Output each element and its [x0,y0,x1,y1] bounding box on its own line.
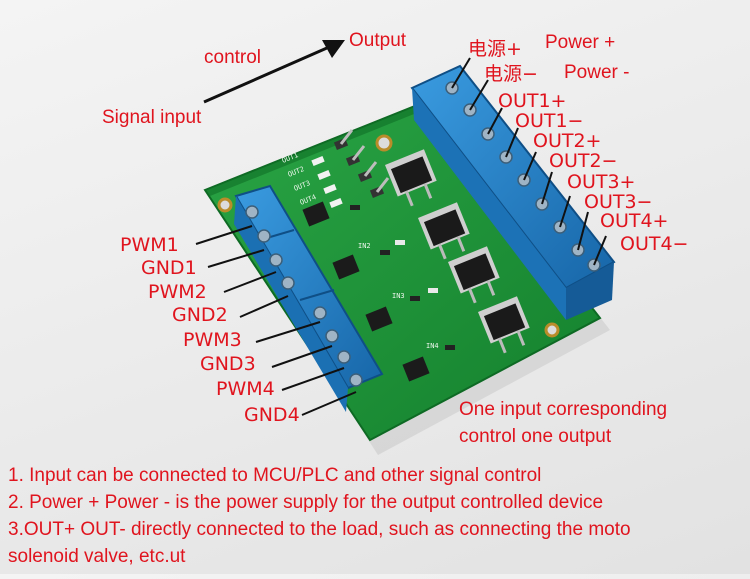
pcb-edge [205,100,434,196]
gnd2-label: GND2 [172,304,228,326]
note-2: 2. Power + Power - is the power supply f… [8,492,604,513]
one-input-caption-line2: control one output [459,426,612,447]
led-indicators [311,155,343,209]
power-plus-label: Power + [545,32,616,53]
out4-plus-label: OUT4+ [600,210,669,232]
smd-resistors [350,205,455,350]
out2-minus-label: OUT2− [549,150,618,172]
input-screws [245,205,363,387]
output-leader-lines [451,57,607,266]
gnd1-label: GND1 [141,257,197,279]
power-plus-cn-label: 电源+ [468,38,522,60]
pwm4-label: PWM4 [216,378,275,400]
mounting-hole [217,197,233,213]
one-input-caption-line1: One input corresponding [459,399,668,420]
mounting-hole [375,134,393,152]
power-minus-label: Power - [564,62,630,83]
gnd3-label: GND3 [200,353,256,375]
power-minus-cn-label: 电源− [484,63,538,85]
out4-minus-label: OUT4− [620,233,689,255]
silk-in-4: IN4 [426,342,439,350]
out1-minus-label: OUT1− [515,110,584,132]
note-1: 1. Input can be connected to MCU/PLC and… [8,465,542,486]
pwm1-label: PWM1 [120,234,179,256]
out3-minus-label: OUT3− [584,191,653,213]
signal-header [333,129,390,198]
mounting-hole [544,322,560,338]
mosfet-chips [385,149,530,354]
pwm3-label: PWM3 [183,329,242,351]
output-label: Output [349,30,407,51]
signal-flow-arrow [203,40,345,104]
out2-plus-label: OUT2+ [533,130,602,152]
silk-in-3: IN3 [392,292,405,300]
output-screws [445,81,601,272]
gnd4-label: GND4 [244,404,300,426]
optocouplers [302,201,430,382]
control-label: control [204,47,262,68]
note-3: 3.OUT+ OUT- directly connected to the lo… [8,519,631,540]
out3-plus-label: OUT3+ [567,171,636,193]
pwm2-label: PWM2 [148,281,207,303]
out1-plus-label: OUT1+ [498,90,567,112]
note-4: solenoid valve, etc.ut [8,546,186,567]
silk-in-2: IN2 [358,242,371,250]
signal-input-label: Signal input [102,107,202,128]
input-leader-lines [195,225,357,416]
